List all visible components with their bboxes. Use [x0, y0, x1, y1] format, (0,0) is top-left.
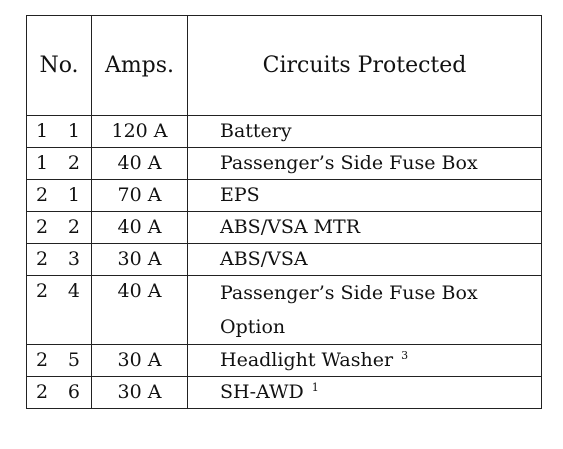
circuits-cell: ABS/VSA MTR	[187, 211, 542, 244]
fuse-box-number: 2	[36, 280, 49, 302]
circuit-label: ABS/VSA MTR	[220, 216, 361, 238]
footnote-marker: 1	[311, 380, 319, 394]
amperage-cell: 70 A	[91, 179, 188, 212]
fuse-box-number: 2	[36, 248, 49, 270]
circuits-cell: ABS/VSA	[187, 243, 542, 276]
amperage-cell: 40 A	[91, 275, 188, 345]
circuits-cell: Battery	[187, 115, 542, 148]
fuse-slot-number: 1	[67, 184, 80, 206]
header-circuits: Circuits Protected	[187, 15, 542, 116]
circuit-label: EPS	[220, 184, 260, 206]
fuse-slot-number: 3	[67, 248, 80, 270]
fuse-slot-number: 2	[67, 152, 80, 174]
amperage-cell: 30 A	[91, 344, 188, 377]
amperage-cell: 120 A	[91, 115, 188, 148]
footnote-marker: 3	[401, 348, 409, 362]
fuse-box-number: 1	[36, 120, 49, 142]
circuit-label: Headlight Washer	[220, 349, 394, 371]
amperage-cell: 30 A	[91, 376, 188, 409]
amperage-cell: 30 A	[91, 243, 188, 276]
circuits-cell: SH-AWD 1	[187, 376, 542, 409]
fuse-slot-number: 4	[67, 280, 80, 302]
circuits-cell: Headlight Washer 3	[187, 344, 542, 377]
circuits-cell: EPS	[187, 179, 542, 212]
circuit-label: Passenger’s Side Fuse Box	[220, 282, 478, 304]
amperage-cell: 40 A	[91, 211, 188, 244]
circuit-label: Battery	[220, 120, 292, 142]
fuse-box-number: 2	[36, 184, 49, 206]
circuit-label: SH-AWD	[220, 381, 304, 403]
circuit-label: Passenger’s Side Fuse Box	[220, 152, 478, 174]
fuse-slot-number: 1	[67, 120, 80, 142]
fuse-box-number: 2	[36, 349, 49, 371]
circuit-label: Option	[220, 316, 286, 338]
header-no: No.	[26, 15, 92, 116]
circuit-label: ABS/VSA	[220, 248, 308, 270]
header-amps: Amps.	[91, 15, 188, 116]
table-header: No. Amps. Circuits Protected	[26, 15, 542, 116]
fuse-slot-number: 6	[67, 381, 80, 403]
fuse-slot-number: 2	[67, 216, 80, 238]
circuits-cell: Passenger’s Side Fuse Box	[187, 147, 542, 180]
fuse-box-number: 2	[36, 216, 49, 238]
header-row: No. Amps. Circuits Protected	[26, 15, 542, 116]
fuse-box-number: 2	[36, 381, 49, 403]
fuse-slot-number: 5	[67, 349, 80, 371]
fuse-box-number: 1	[36, 152, 49, 174]
amperage-cell: 40 A	[91, 147, 188, 180]
